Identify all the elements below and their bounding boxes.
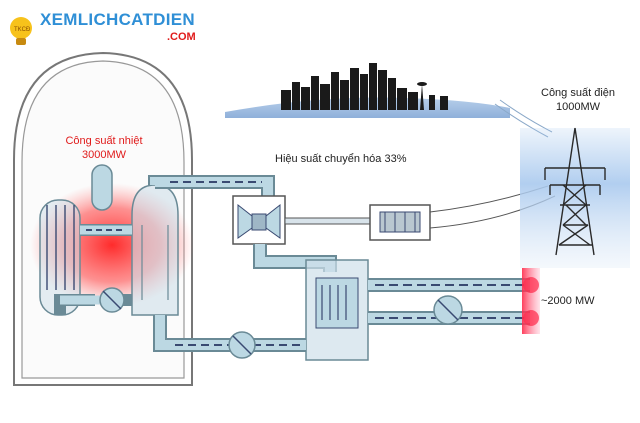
site-logo-domain: .COM — [167, 31, 196, 43]
efficiency-label: Hiệu suất chuyển hóa 33% — [275, 153, 407, 165]
cooling-pump — [433, 295, 463, 325]
turbine-shaft — [284, 217, 371, 225]
electric-power-title: Công suất điện — [541, 87, 615, 99]
generator — [369, 204, 431, 241]
reactor-vessel — [39, 199, 81, 316]
feedwater-pump — [228, 331, 256, 359]
svg-text:TKCĐ: TKCĐ — [14, 27, 31, 33]
thermal-power-title: Công suất nhiệt — [65, 135, 143, 147]
waste-heat-label: ~2000 MW — [541, 295, 595, 307]
site-logo-text: XEMLICHCATDIEN — [40, 10, 195, 29]
steam-generator — [131, 184, 179, 316]
condenser — [305, 259, 369, 361]
primary-pump — [99, 287, 125, 313]
thermal-power-value: 3000MW — [81, 149, 127, 161]
bulb-logo-icon: TKCĐ — [10, 17, 32, 45]
sky-background — [520, 128, 630, 268]
pressurizer — [91, 164, 113, 211]
turbine — [232, 195, 286, 245]
electric-power-value: 1000MW — [555, 101, 601, 113]
city-skyline — [225, 63, 510, 118]
transmission-pylon-icon — [544, 127, 606, 256]
